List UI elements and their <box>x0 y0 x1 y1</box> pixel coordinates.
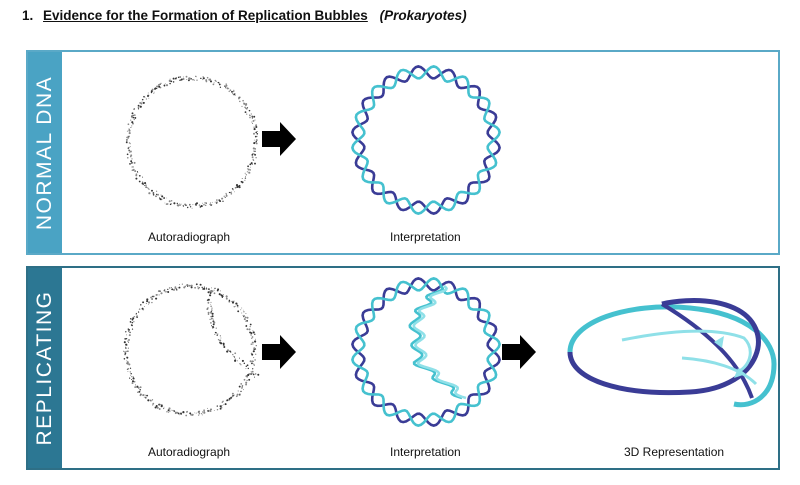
replicating-artwork <box>123 277 777 427</box>
bubble-3d-arrowhead-1 <box>734 368 746 378</box>
normal-dna-artwork <box>125 65 501 215</box>
replicating-arrow-2-icon <box>502 335 536 369</box>
replicating-interpretation-caption: Interpretation <box>390 445 461 459</box>
bubble-3d-navy-inner <box>660 302 754 399</box>
bubble-3d-new-strand-bottom <box>681 356 758 386</box>
replicating-autoradiograph-caption: Autoradiograph <box>148 445 231 459</box>
normal-dna-panel: NORMAL DNA Autoradiograph Interpretation <box>26 50 780 255</box>
normal-arrow-icon <box>262 122 296 156</box>
replicating-interpretation-helix <box>351 277 501 427</box>
helix-strand-light <box>351 277 501 427</box>
normal-dna-content: Autoradiograph Interpretation <box>62 52 778 253</box>
bubble-3d-cyan-strand <box>567 304 777 408</box>
replicating-panel: REPLICATING Autoradiograph Interpretati <box>26 266 780 470</box>
replicating-autoradiograph-ring <box>123 283 260 417</box>
normal-autoradiograph-ring <box>125 75 259 209</box>
bubble-3d-navy-strand <box>567 298 761 396</box>
page-heading: 1. Evidence for the Formation of Replica… <box>22 8 467 23</box>
replication-bubble-3d <box>567 298 777 408</box>
replicating-content: Autoradiograph Interpretation 3D Represe… <box>62 268 778 468</box>
new-strand-light <box>408 284 463 400</box>
heading-number: 1. <box>22 8 34 23</box>
bubble-3d-new-strand-top <box>621 329 752 374</box>
heading-title: Evidence for the Formation of Replicatio… <box>43 8 368 23</box>
helix-strand-light <box>351 65 501 215</box>
replicating-arrow-1-icon <box>262 335 296 369</box>
heading-subtitle: (Prokaryotes) <box>379 8 467 23</box>
normal-autoradiograph-caption: Autoradiograph <box>148 230 231 244</box>
normal-interpretation-helix <box>351 65 501 215</box>
normal-interpretation-caption: Interpretation <box>390 230 461 244</box>
new-strand-pale <box>412 284 467 400</box>
replicating-side-bar: REPLICATING <box>28 268 62 468</box>
normal-dna-label: NORMAL DNA <box>33 75 56 230</box>
normal-dna-side-bar: NORMAL DNA <box>28 52 62 253</box>
bubble-3d-arrowhead-2 <box>714 336 724 348</box>
replicating-representation-caption: 3D Representation <box>624 445 725 459</box>
replicating-label: REPLICATING <box>33 290 56 446</box>
